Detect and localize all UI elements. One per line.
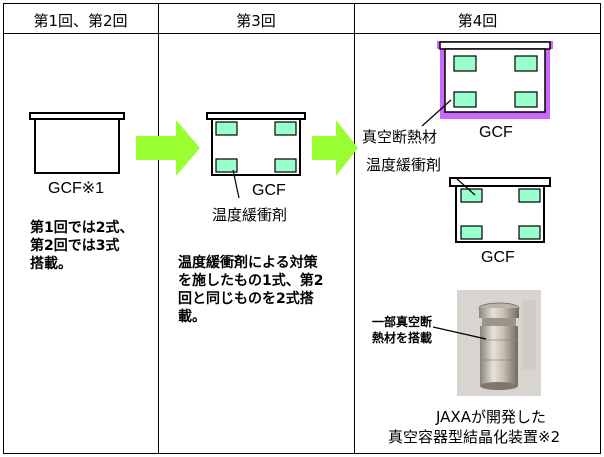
gcf-label-round-4-top: GCF	[479, 124, 513, 141]
buffer-label-round-3: 温度緩衝剤	[212, 206, 288, 224]
gcf-container-round-4	[449, 177, 551, 243]
caption-line1: JAXAが開発した	[436, 408, 546, 426]
gcf-label-round-4-bottom: GCF	[481, 249, 515, 266]
round-3-desc-line2: を施したもの1式、第2	[178, 273, 324, 289]
buffer-block	[518, 225, 541, 240]
gcf-label-round-1-2: GCF※1	[48, 180, 105, 197]
header-round-1-2: 第1回、第2回	[33, 12, 128, 30]
buffer-block	[518, 188, 541, 203]
buffer-block	[460, 188, 483, 203]
round-3-desc-line3: 回と同じものを2式搭	[178, 291, 314, 307]
buffer-block	[514, 55, 538, 72]
arrow-right-2	[312, 120, 358, 176]
column-divider-1	[158, 3, 159, 454]
round-3-desc-line4: 載。	[178, 309, 206, 325]
buffer-label-round-4: 温度緩衝剤	[366, 156, 442, 174]
gcf-container-round-3	[206, 112, 306, 176]
buffer-block	[215, 158, 238, 173]
buffer-block	[215, 121, 238, 136]
buffer-block	[514, 91, 538, 108]
caption-line2: 真空容器型結晶化装置※2	[388, 428, 561, 446]
header-round-3: 第3回	[236, 12, 276, 30]
buffer-block	[453, 91, 477, 108]
column-divider-2	[354, 3, 355, 454]
insulated-gcf-container	[437, 41, 553, 119]
gcf-container-round-1-2	[29, 112, 125, 174]
round-3-desc-line1: 温度緩衝剤による対策	[178, 255, 318, 271]
device-photo	[457, 290, 541, 396]
insulation-leader-line	[421, 99, 452, 127]
buffer-block	[460, 225, 483, 240]
insulation-label: 真空断熱材	[362, 128, 438, 146]
round-1-2-desc-line1: 第1回では2式、	[30, 220, 134, 236]
round-1-2-desc-line3: 搭載。	[30, 256, 72, 272]
header-round-4: 第4回	[457, 12, 498, 30]
buffer-block	[274, 121, 297, 136]
photo-leader-line	[432, 326, 487, 340]
photo-label-line2: 熱材を搭載	[372, 331, 433, 345]
table-frame	[3, 3, 601, 454]
buffer-block	[453, 55, 477, 72]
buffer-leader-line	[232, 169, 240, 199]
buffer-block	[274, 158, 297, 173]
header-divider	[3, 33, 601, 34]
photo-label-line1: 一部真空断	[372, 315, 433, 329]
arrow-right-1	[136, 120, 200, 176]
round-1-2-desc-line2: 第2回では3式	[30, 238, 120, 254]
gcf-label-round-3: GCF	[252, 182, 286, 199]
buffer-leader-line-2	[455, 177, 476, 196]
